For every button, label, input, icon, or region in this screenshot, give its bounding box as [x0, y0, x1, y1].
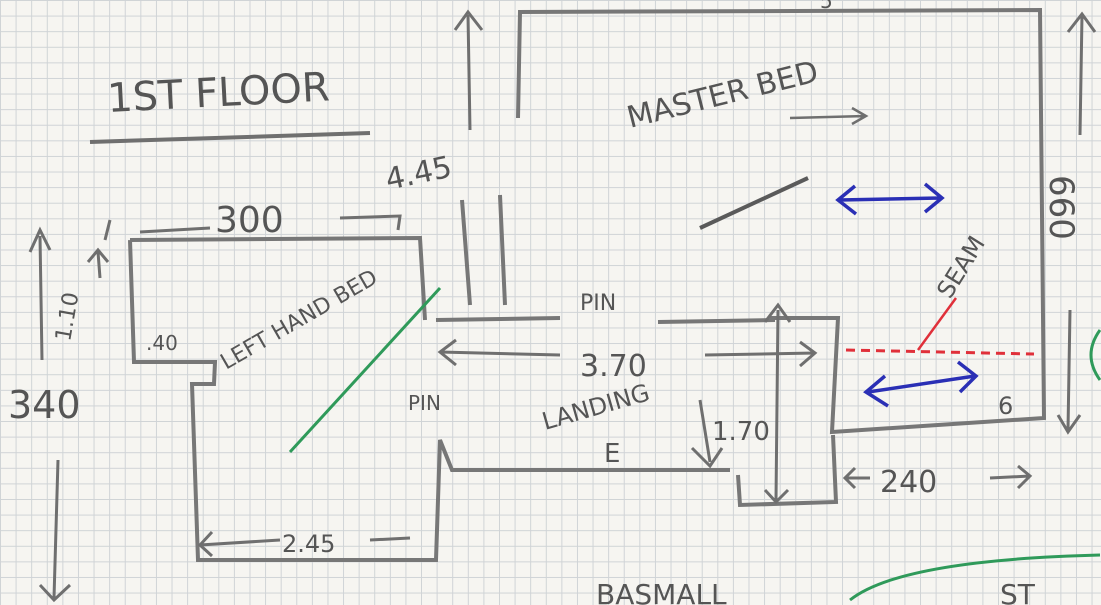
master-inner-wall — [435, 194, 776, 324]
left-top-arrow — [86, 247, 110, 279]
left-bottom-arrow — [197, 530, 411, 558]
landing-wall — [736, 434, 839, 508]
landing-width-arrow — [437, 338, 818, 368]
blue-arrow-upper — [835, 182, 945, 216]
partial-top-label: 5 — [820, 0, 833, 13]
title-underline — [89, 131, 371, 144]
cut-value-label: 6 — [998, 392, 1013, 420]
master-bed-label: MASTER BED — [623, 54, 821, 135]
pin-upper-label: PIN — [580, 291, 616, 316]
landing-mark-label: E — [604, 439, 620, 469]
green-arc-right — [1089, 329, 1101, 381]
green-diagonal — [288, 286, 442, 454]
master-floor-arrow — [789, 106, 869, 126]
seam-label: SEAM — [931, 231, 991, 303]
left-notch-label: .40 — [146, 331, 178, 355]
master-diagonal-mark — [699, 176, 809, 230]
left-total-arrow — [28, 226, 72, 603]
left-top-label: 1.10 — [51, 290, 84, 343]
landing-depth-label: 1.70 — [712, 417, 770, 447]
partial-bottom-left-label: BASMALL — [596, 578, 727, 605]
right-bottom-arrow — [842, 464, 1033, 490]
top-width-label: 300 — [215, 200, 284, 241]
partial-bottom-label: ST — [1000, 578, 1036, 605]
pin-lower-label: PIN — [408, 391, 441, 415]
landing-width-label: 3.70 — [580, 349, 647, 384]
left-bed-wall — [128, 235, 730, 562]
green-arc-bottom — [849, 553, 1101, 602]
master-height-arrow — [453, 9, 484, 131]
seam-dashed-line — [845, 348, 1035, 356]
left-bottom-label: 2.45 — [282, 530, 335, 558]
right-height-arrow — [1056, 11, 1097, 435]
blue-arrow-lower — [863, 360, 979, 408]
landing-label: LANDING — [539, 378, 653, 435]
right-height-label: 660 — [1041, 175, 1081, 240]
master-height-left-label: 4.45 — [382, 150, 455, 198]
right-bottom-label: 240 — [880, 465, 937, 500]
landing-down-arrow — [690, 399, 724, 469]
title-label: 1ST FLOOR — [106, 64, 331, 122]
top-width-arrow — [103, 214, 402, 241]
left-bed-label: LEFT HAND BED — [217, 265, 383, 375]
seam-pointer — [916, 297, 958, 351]
master-bed-wall — [516, 7, 1047, 435]
left-total-label: 340 — [8, 383, 81, 427]
landing-depth-arrow — [763, 302, 792, 505]
